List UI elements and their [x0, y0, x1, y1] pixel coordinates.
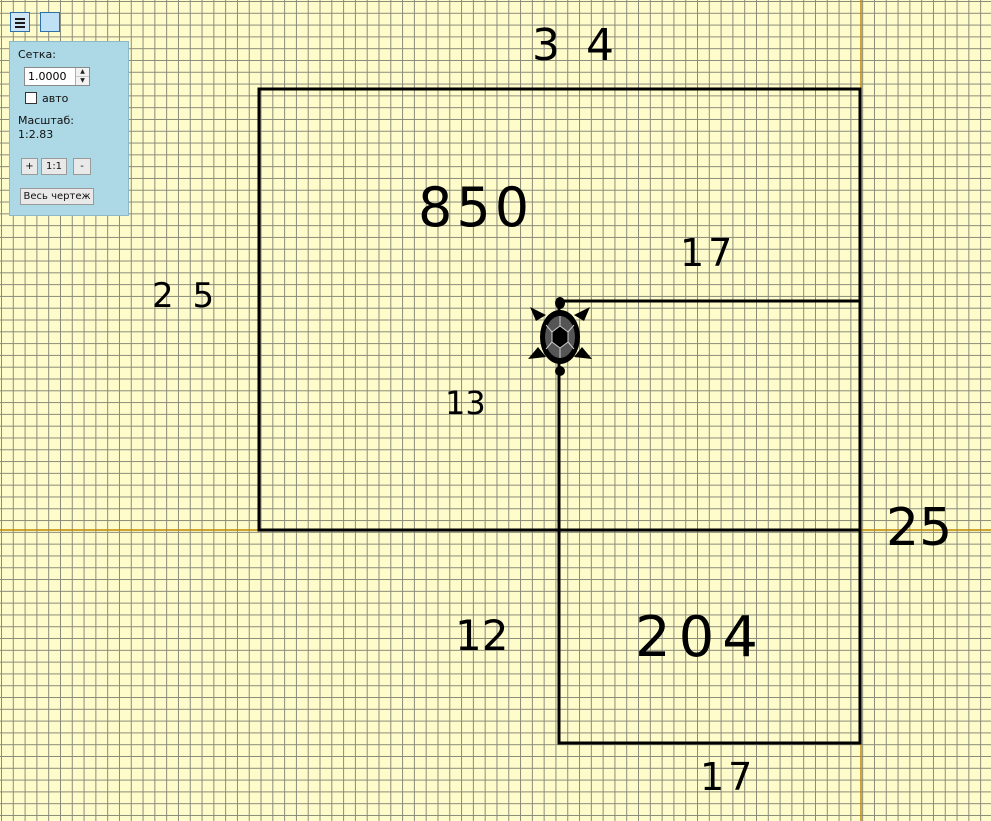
auto-label: авто — [42, 92, 69, 105]
color-swatch-button[interactable] — [40, 12, 60, 32]
annotation-inner-height: 13 — [445, 384, 486, 422]
grid-label: Сетка: — [18, 48, 56, 61]
turtle-icon[interactable] — [528, 297, 592, 376]
scale-value: 1:2.83 — [18, 128, 54, 141]
lower-rectangle — [557, 530, 862, 745]
annotation-top-right-width: 17 — [680, 231, 736, 275]
fit-all-button[interactable]: Весь чертеж — [20, 188, 94, 205]
spinner-down-icon[interactable]: ▼ — [80, 77, 85, 84]
zoom-in-button[interactable]: + — [21, 158, 38, 175]
zoom-out-button[interactable]: - — [73, 158, 91, 175]
grid-stepper[interactable]: ▲ ▼ — [24, 67, 90, 86]
inner-path — [557, 299, 860, 743]
annotation-lower-area: 204 — [635, 605, 766, 670]
annotation-top-width: 3 4 — [532, 20, 620, 71]
auto-checkbox[interactable] — [25, 92, 37, 104]
annotation-right-height: 25 — [886, 498, 952, 558]
annotation-left-height: 2 5 — [152, 276, 218, 316]
grid-value-input[interactable] — [25, 68, 78, 85]
spinner-up-icon[interactable]: ▲ — [76, 68, 89, 77]
scale-label: Масштаб: — [18, 114, 74, 127]
grid-spinner[interactable]: ▲ ▼ — [75, 68, 89, 85]
zoom-reset-button[interactable]: 1:1 — [41, 158, 67, 175]
grid-settings-panel: Сетка: ▲ ▼ авто Масштаб: 1:2.83 + 1:1 - … — [9, 41, 129, 216]
annotation-lower-left-height: 12 — [455, 611, 508, 660]
hamburger-menu-button[interactable] — [10, 12, 30, 32]
annotation-bottom-width: 17 — [700, 755, 756, 799]
annotation-big-area: 850 — [418, 176, 533, 239]
